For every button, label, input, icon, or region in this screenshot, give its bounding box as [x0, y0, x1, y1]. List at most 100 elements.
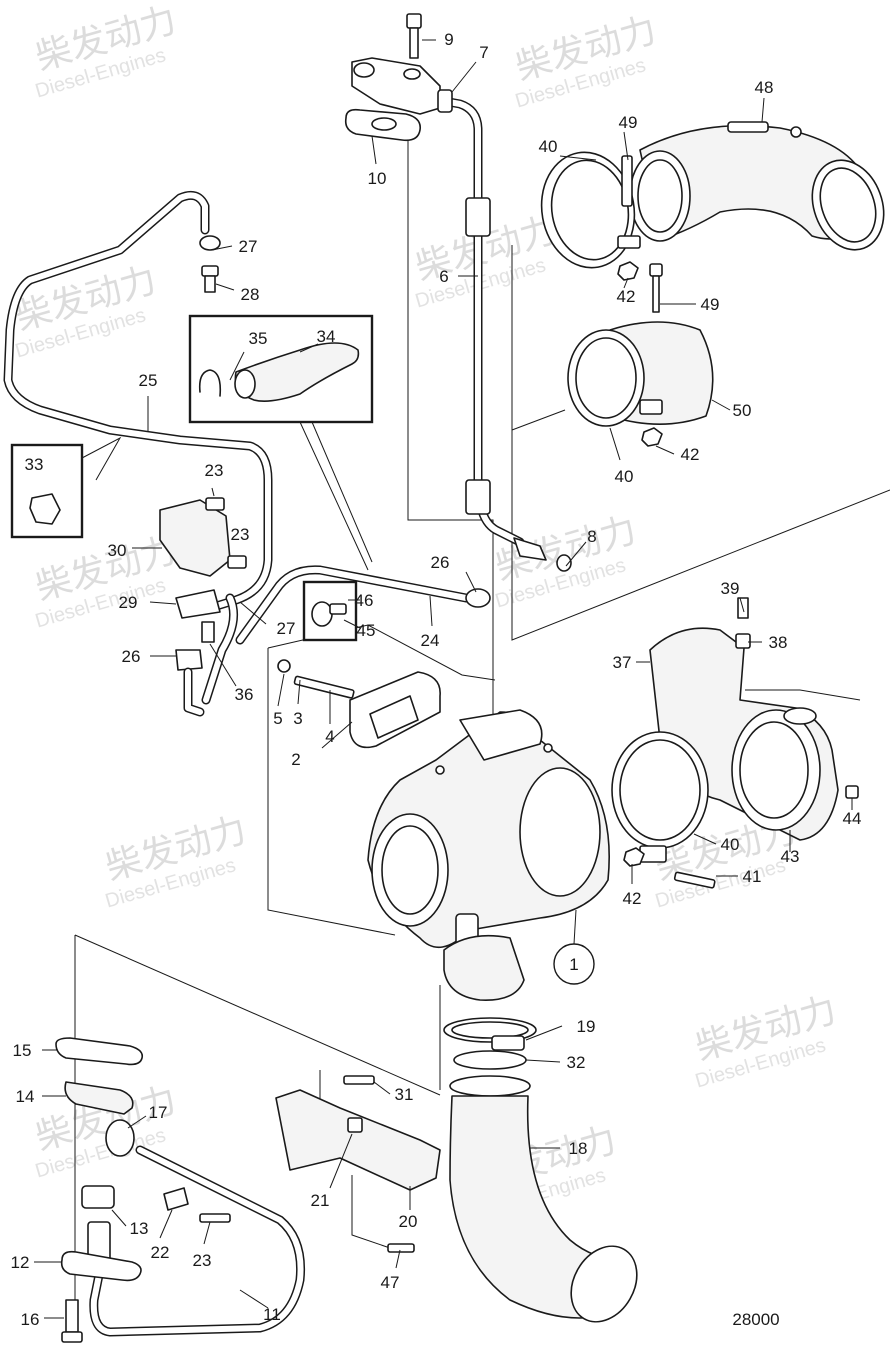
oil-drain-assembly — [55, 1037, 306, 1343]
downpipe-bracket — [275, 1089, 441, 1191]
callout-17: 17 — [149, 1103, 168, 1122]
turbine-housing-ring — [519, 767, 601, 897]
hose-nipple-body — [204, 275, 216, 293]
watermark: 柴发动力 Diesel-Engines — [31, 530, 181, 633]
detail-box-clip — [10, 436, 122, 539]
callout-47: 47 — [381, 1273, 400, 1292]
hose-clip-detail — [29, 493, 61, 525]
bolt-head — [347, 1117, 363, 1133]
downpipe-outlet — [570, 1245, 638, 1323]
hose-bracket-assembly — [159, 497, 247, 717]
callout-20: 20 — [399, 1212, 418, 1231]
callout-labels: 1 2 3 4 5 6 7 8 9 10 11 12 13 14 15 16 1… — [11, 30, 862, 1329]
callout-36: 36 — [235, 685, 254, 704]
callout-23-drain: 23 — [193, 1251, 212, 1270]
turbo-flange — [459, 709, 543, 761]
bolt — [387, 1243, 415, 1253]
bolt — [65, 1299, 79, 1333]
housing-bolt — [543, 743, 553, 753]
hose-clamp — [175, 589, 221, 619]
seal-ring — [453, 1050, 527, 1070]
turbo-mount-gasket — [277, 659, 441, 749]
exhaust-outlet-assembly — [611, 597, 859, 889]
drain-flange — [60, 1250, 142, 1282]
watermark: 柴发动力 Diesel-Engines — [31, 0, 181, 103]
bolt-shank — [652, 275, 660, 313]
inlet-connector-assembly — [567, 321, 714, 447]
clamp-bolt — [201, 621, 215, 643]
callout-48: 48 — [755, 78, 774, 97]
spacer — [735, 633, 751, 649]
seal-ring — [105, 1119, 135, 1157]
callout-8: 8 — [587, 527, 596, 546]
hose-end — [234, 369, 256, 399]
bolt — [343, 1075, 375, 1085]
callout-11: 11 — [263, 1305, 281, 1324]
callout-45: 45 — [357, 621, 376, 640]
callout-9: 9 — [444, 30, 453, 49]
v-band-clamp-inner — [619, 739, 701, 841]
callout-23-bracket-lower: 23 — [231, 525, 250, 544]
callout-40-top: 40 — [539, 137, 558, 156]
callout-circle — [553, 943, 595, 985]
return-hose-assembly — [235, 565, 491, 645]
callout-42-middle: 42 — [681, 445, 700, 464]
callout-21: 21 — [311, 1191, 330, 1210]
callout-40-middle: 40 — [615, 467, 634, 486]
adapter-fitting — [513, 537, 547, 561]
callout-30: 30 — [108, 541, 127, 560]
callout-31: 31 — [395, 1085, 414, 1104]
hose-section — [234, 342, 360, 402]
callout-13: 13 — [130, 1219, 149, 1238]
callout-1: 1 — [569, 955, 578, 974]
exhaust-flange-bore — [739, 721, 809, 819]
callout-25: 25 — [139, 371, 158, 390]
callout-44: 44 — [843, 809, 862, 828]
clamp-nut — [641, 427, 663, 447]
elbow-inlet-bore — [637, 159, 683, 233]
o-ring — [556, 554, 572, 572]
callout-18: 18 — [569, 1139, 588, 1158]
fitting-hole — [403, 68, 421, 80]
compressor-inlet — [381, 825, 439, 915]
elbow-outlet-bore — [819, 167, 877, 243]
callout-46: 46 — [355, 591, 374, 610]
callout-29: 29 — [119, 593, 138, 612]
callout-28: 28 — [241, 285, 260, 304]
callout-26-hose: 26 — [431, 553, 450, 572]
callout-2: 2 — [291, 750, 300, 769]
fitting-nut — [437, 89, 453, 113]
callout-5: 5 — [273, 709, 282, 728]
sensor-boss — [783, 707, 817, 725]
spacer-flange — [64, 1081, 134, 1115]
callout-39: 39 — [721, 579, 740, 598]
v-band-clamp-inner — [451, 1021, 529, 1039]
bracket — [159, 499, 231, 577]
callout-23-bracket-upper: 23 — [205, 461, 224, 480]
banjo-bolt — [329, 603, 347, 615]
turbo-outlet — [443, 934, 525, 1001]
nut — [277, 659, 291, 673]
bolt-head — [227, 555, 247, 569]
bolt-head — [845, 785, 859, 799]
hose-clip — [465, 588, 491, 608]
callout-35: 35 — [249, 329, 268, 348]
watermark: 柴发动力 Diesel-Engines — [101, 810, 251, 913]
callout-43: 43 — [781, 847, 800, 866]
clamp-nut — [617, 261, 639, 281]
callout-26-clamp: 26 — [122, 647, 141, 666]
pipe-sleeve — [465, 197, 491, 237]
callout-19: 19 — [577, 1017, 596, 1036]
callout-3: 3 — [293, 709, 302, 728]
bolt-head — [61, 1331, 83, 1343]
callout-34: 34 — [317, 327, 336, 346]
callout-49-top: 49 — [619, 113, 638, 132]
callout-4: 4 — [325, 727, 334, 746]
watermark: 柴发动力 Diesel-Engines — [11, 260, 161, 363]
callout-12: 12 — [11, 1253, 30, 1272]
pipe-sleeve — [465, 479, 491, 515]
bolt-head — [406, 13, 422, 29]
callout-32: 32 — [567, 1053, 586, 1072]
callout-40-exhaust: 40 — [721, 835, 740, 854]
